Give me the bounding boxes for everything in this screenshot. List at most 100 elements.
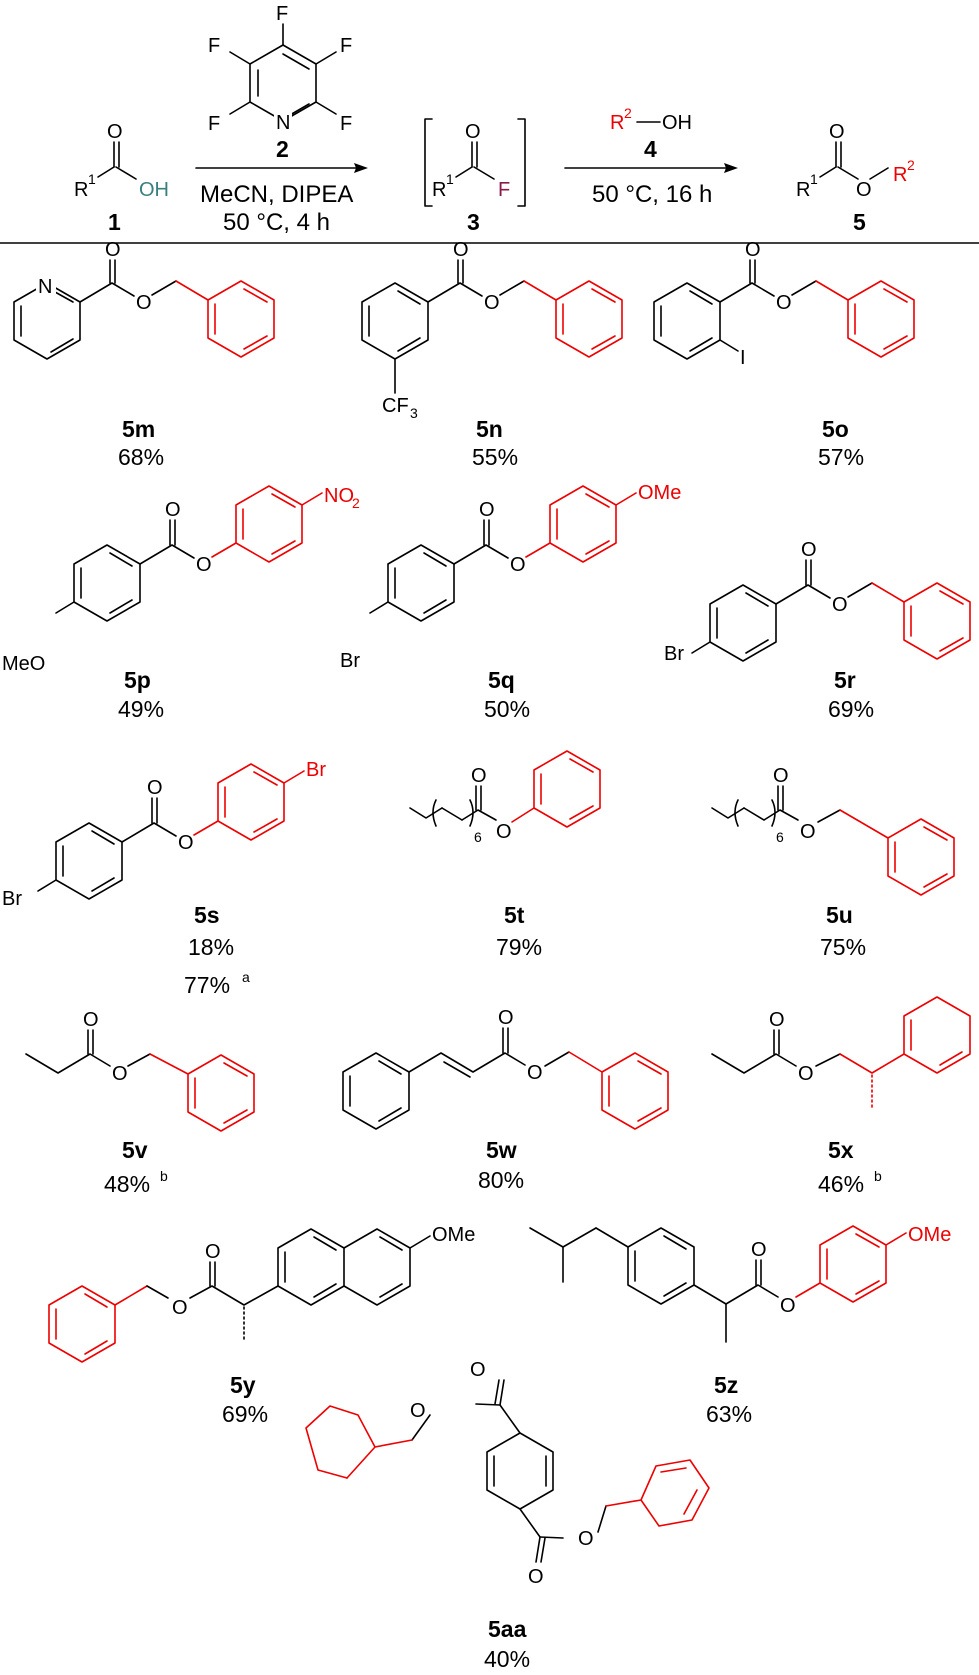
svg-text:O: O bbox=[496, 821, 512, 843]
svg-text:48%: 48% bbox=[104, 1171, 150, 1197]
product-5q: Br O O OMe 5q 50% bbox=[340, 482, 681, 722]
compound-1: O R 1 OH 1 bbox=[74, 121, 169, 235]
svg-text:5aa: 5aa bbox=[488, 1616, 527, 1642]
svg-text:79%: 79% bbox=[496, 934, 542, 960]
svg-text:F: F bbox=[208, 113, 220, 135]
reaction-arrow-1: MeCN, DIPEA 50 °C, 4 h bbox=[195, 163, 368, 236]
compound-number-2: 2 bbox=[276, 136, 289, 162]
svg-text:Br: Br bbox=[306, 759, 326, 781]
compound-2-pentafluoropyridine: F F F F F N 2 bbox=[208, 3, 352, 162]
svg-text:Br: Br bbox=[2, 888, 22, 910]
svg-text:55%: 55% bbox=[472, 444, 518, 470]
svg-text:N: N bbox=[38, 276, 52, 298]
svg-text:49%: 49% bbox=[118, 696, 164, 722]
svg-text:R: R bbox=[610, 112, 624, 134]
svg-text:50%: 50% bbox=[484, 696, 530, 722]
svg-text:63%: 63% bbox=[706, 1401, 752, 1427]
svg-text:O: O bbox=[453, 239, 469, 261]
svg-text:O: O bbox=[484, 292, 500, 314]
reaction-arrow-2: R 2 OH 4 50 °C, 16 h bbox=[564, 105, 738, 208]
svg-text:F: F bbox=[276, 3, 288, 25]
svg-text:a: a bbox=[242, 969, 250, 985]
svg-text:O: O bbox=[832, 594, 848, 616]
svg-text:69%: 69% bbox=[222, 1401, 268, 1427]
svg-text:O: O bbox=[528, 1566, 544, 1588]
svg-text:6: 6 bbox=[474, 829, 482, 845]
svg-text:b: b bbox=[160, 1168, 168, 1184]
svg-text:5r: 5r bbox=[834, 667, 856, 693]
svg-text:18%: 18% bbox=[188, 934, 234, 960]
svg-text:R: R bbox=[893, 164, 907, 186]
fluoride-atom: F bbox=[498, 179, 510, 201]
svg-text:5v: 5v bbox=[122, 1137, 148, 1163]
svg-text:O: O bbox=[465, 121, 481, 143]
svg-text:O: O bbox=[196, 554, 212, 576]
svg-text:b: b bbox=[874, 1168, 882, 1184]
svg-text:O: O bbox=[479, 499, 495, 521]
svg-text:O: O bbox=[498, 1007, 514, 1029]
compound-number-1: 1 bbox=[108, 209, 121, 235]
svg-text:O: O bbox=[165, 499, 181, 521]
svg-text:O: O bbox=[410, 1400, 426, 1422]
svg-text:57%: 57% bbox=[818, 444, 864, 470]
compound-number-5: 5 bbox=[853, 209, 866, 235]
svg-text:40%: 40% bbox=[484, 1646, 530, 1672]
svg-text:O: O bbox=[205, 1241, 221, 1263]
svg-text:O: O bbox=[172, 1297, 188, 1319]
product-5m: N O O 5m 68% bbox=[13, 239, 275, 470]
svg-text:F: F bbox=[340, 113, 352, 135]
svg-text:O: O bbox=[776, 292, 792, 314]
svg-text:OMe: OMe bbox=[908, 1224, 951, 1246]
svg-text:O: O bbox=[510, 554, 526, 576]
svg-text:NO: NO bbox=[324, 485, 354, 507]
svg-text:46%: 46% bbox=[818, 1171, 864, 1197]
product-5r: Br O O 5r 69% bbox=[664, 539, 971, 722]
svg-text:O: O bbox=[856, 179, 872, 201]
svg-text:R: R bbox=[432, 179, 446, 201]
svg-text:5o: 5o bbox=[822, 416, 849, 442]
svg-text:OMe: OMe bbox=[638, 482, 681, 504]
product-5w: O O 5w 80% bbox=[342, 1007, 669, 1193]
svg-text:O: O bbox=[178, 832, 194, 854]
svg-text:O: O bbox=[470, 1359, 486, 1381]
svg-text:O: O bbox=[112, 1063, 128, 1085]
compound-3-acyl-fluoride-intermediate: O R 1 F 3 bbox=[424, 118, 526, 235]
svg-text:1: 1 bbox=[88, 171, 96, 187]
conditions-step1-temp: 50 °C, 4 h bbox=[223, 209, 330, 236]
svg-text:5m: 5m bbox=[122, 416, 155, 442]
product-5p: MeO O O NO 2 5p 49% bbox=[2, 485, 360, 722]
svg-text:O: O bbox=[745, 239, 761, 261]
svg-text:O: O bbox=[471, 765, 487, 787]
carbonyl-oxygen: O bbox=[107, 121, 123, 143]
svg-text:O: O bbox=[83, 1009, 99, 1031]
svg-text:OH: OH bbox=[662, 112, 692, 134]
svg-text:O: O bbox=[751, 1239, 767, 1261]
svg-text:O: O bbox=[773, 765, 789, 787]
svg-text:75%: 75% bbox=[820, 934, 866, 960]
svg-text:O: O bbox=[769, 1009, 785, 1031]
compound-number-4: 4 bbox=[644, 136, 657, 162]
svg-text:MeO: MeO bbox=[2, 653, 45, 675]
svg-text:Br: Br bbox=[664, 643, 684, 665]
product-5n: CF 3 O O 5n 55% bbox=[361, 239, 623, 470]
svg-text:5x: 5x bbox=[828, 1137, 854, 1163]
conditions-step1-solvent: MeCN, DIPEA bbox=[200, 181, 353, 208]
product-5z: O O OMe 5z 63% bbox=[529, 1224, 951, 1427]
conditions-step2: 50 °C, 16 h bbox=[592, 181, 712, 208]
product-5s: Br O O Br 5s 18% 77% a bbox=[2, 759, 326, 998]
svg-text:O: O bbox=[136, 292, 152, 314]
svg-text:5u: 5u bbox=[826, 902, 853, 928]
product-5v: O O 5v 48% b bbox=[25, 1009, 255, 1197]
hydroxyl-group: OH bbox=[139, 179, 169, 201]
svg-text:5z: 5z bbox=[714, 1372, 738, 1398]
compound-number-3: 3 bbox=[467, 209, 480, 235]
svg-text:I: I bbox=[740, 347, 746, 369]
product-5y: O O OMe 5y 69% bbox=[48, 1224, 475, 1427]
svg-text:2: 2 bbox=[907, 157, 915, 173]
product-5x: O O 5x 46% b bbox=[711, 996, 971, 1197]
svg-text:69%: 69% bbox=[828, 696, 874, 722]
svg-text:3: 3 bbox=[410, 405, 418, 421]
svg-text:O: O bbox=[801, 539, 817, 561]
compound-5-ester-product: O R 1 O R 2 5 bbox=[796, 121, 915, 235]
